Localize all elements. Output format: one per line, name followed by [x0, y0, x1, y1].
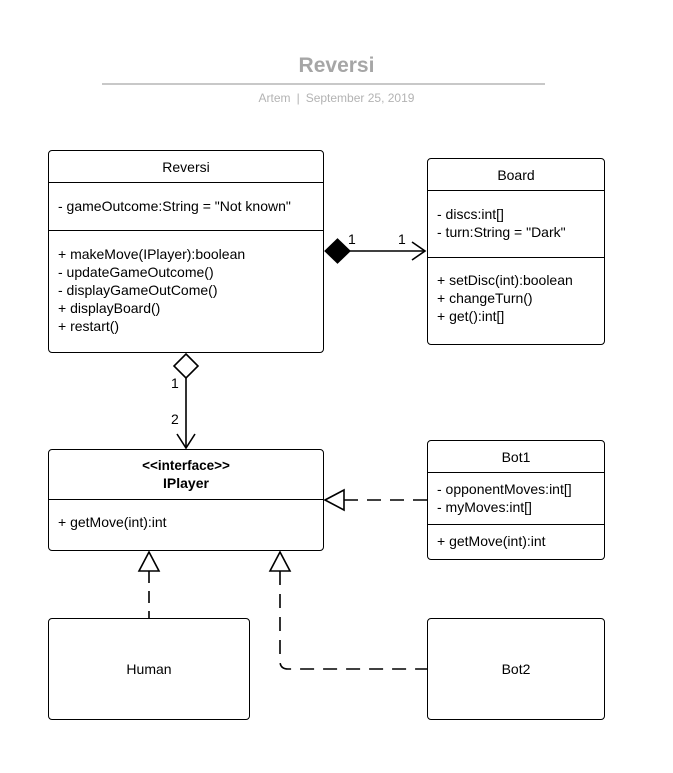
- method: + makeMove(IPlayer):boolean: [58, 246, 246, 262]
- interface-name: IPlayer: [163, 475, 209, 491]
- attribute: - opponentMoves:int[]: [437, 481, 572, 497]
- filled-diamond-icon: [324, 238, 351, 264]
- hollow-triangle-icon: [137, 550, 161, 572]
- stereotype-label: <<interface>>: [142, 458, 230, 473]
- methods-section: + makeMove(IPlayer):boolean - updateGame…: [49, 231, 323, 335]
- class-name: Human: [126, 661, 172, 677]
- class-name: Bot1: [501, 448, 531, 465]
- page-title: Reversi: [298, 54, 375, 77]
- interface-header: <<interface>> IPlayer: [49, 450, 323, 500]
- class-bot2[interactable]: Bot2: [427, 618, 605, 720]
- class-board[interactable]: Board - discs:int[] - turn:String = "Dar…: [427, 158, 605, 345]
- class-name-header: Reversi: [49, 151, 323, 183]
- class-bot1[interactable]: Bot1 - opponentMoves:int[] - myMoves:int…: [427, 440, 605, 560]
- meta-separator: |: [296, 91, 300, 105]
- attribute: - myMoves:int[]: [437, 499, 532, 515]
- multiplicity-label: 2: [171, 411, 179, 427]
- methods-section: + getMove(int):int: [428, 525, 604, 550]
- class-name-header: Board: [428, 159, 604, 191]
- method: + getMove(int):int: [437, 533, 546, 549]
- class-name: Board: [497, 166, 535, 183]
- method: - displayGameOutCome(): [58, 282, 218, 298]
- realization-human-iplayer[interactable]: [137, 550, 161, 618]
- class-reversi[interactable]: Reversi - gameOutcome:String = "Not know…: [48, 150, 324, 353]
- method: + restart(): [58, 318, 120, 334]
- method: - updateGameOutcome(): [58, 264, 214, 280]
- realization-bot2-iplayer[interactable]: [268, 550, 427, 670]
- open-arrowhead-icon: [176, 433, 196, 450]
- class-name: Reversi: [162, 158, 210, 175]
- multiplicity-label: 1: [171, 375, 179, 391]
- multiplicity-label: 1: [398, 231, 406, 247]
- document-date: September 25, 2019: [305, 91, 415, 105]
- interface-iplayer[interactable]: <<interface>> IPlayer + getMove(int):int: [48, 449, 324, 551]
- attributes-section: - gameOutcome:String = "Not known": [49, 183, 323, 231]
- attributes-section: - discs:int[] - turn:String = "Dark": [428, 191, 604, 258]
- aggregation-reversi-iplayer[interactable]: 1 2: [171, 352, 200, 450]
- hollow-triangle-icon: [323, 488, 345, 512]
- attribute: - gameOutcome:String = "Not known": [58, 198, 291, 214]
- multiplicity-label: 1: [348, 231, 356, 247]
- author-name: Artem: [258, 91, 291, 105]
- title-divider: [102, 83, 545, 85]
- method: + changeTurn(): [437, 290, 533, 306]
- method: + setDisc(int):boolean: [437, 272, 573, 288]
- open-arrowhead-icon: [411, 241, 427, 261]
- class-human[interactable]: Human: [48, 618, 250, 720]
- document-meta: Artem | September 25, 2019: [0, 91, 673, 105]
- method: + getMove(int):int: [58, 514, 167, 530]
- class-name-header: Bot1: [428, 441, 604, 473]
- attributes-section: - opponentMoves:int[] - myMoves:int[]: [428, 473, 604, 525]
- realization-bot1-iplayer[interactable]: [323, 488, 427, 512]
- methods-section: + getMove(int):int: [49, 500, 323, 531]
- attribute: - discs:int[]: [437, 206, 504, 222]
- composition-reversi-board[interactable]: 1 1: [324, 231, 427, 264]
- method: + displayBoard(): [58, 300, 161, 316]
- attribute: - turn:String = "Dark": [437, 224, 566, 240]
- hollow-triangle-icon: [268, 550, 292, 572]
- methods-section: + setDisc(int):boolean + changeTurn() + …: [428, 258, 604, 325]
- class-name: Bot2: [501, 661, 531, 677]
- method: + get():int[]: [437, 308, 505, 324]
